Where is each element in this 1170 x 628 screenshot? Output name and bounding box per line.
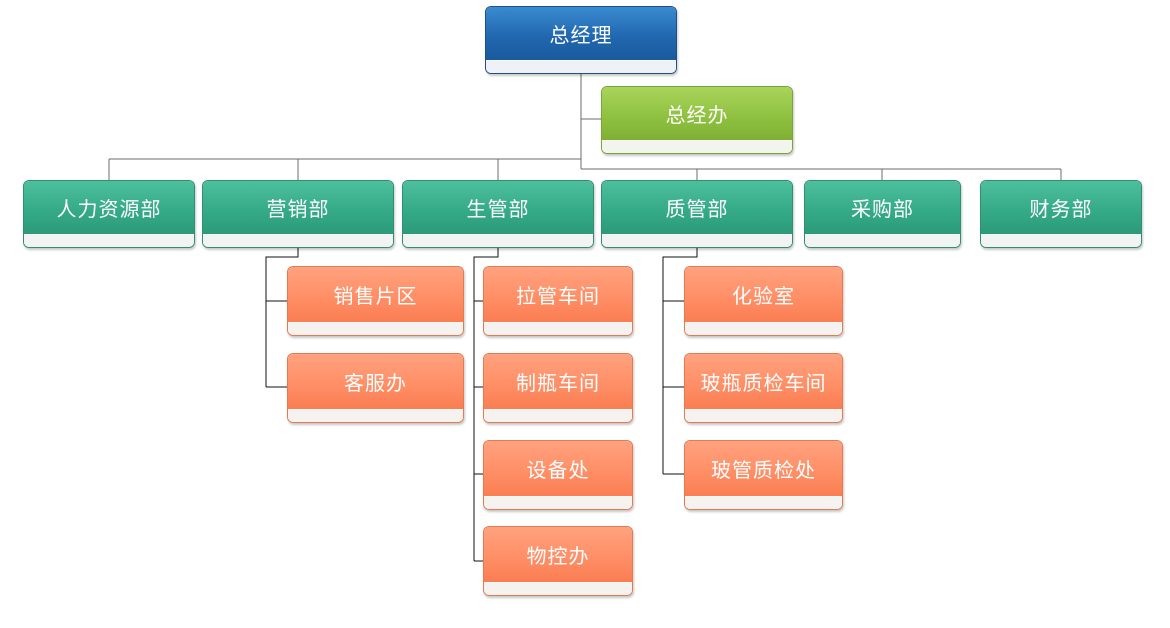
node-label: 质管部 (665, 197, 729, 221)
node-unit-bottle-inspection: 玻瓶质检车间 (684, 353, 843, 423)
node-label: 设备处 (526, 458, 590, 482)
node-label: 化验室 (732, 284, 795, 308)
node-dept-quality: 质管部 (601, 180, 793, 248)
node-label: 玻瓶质检车间 (700, 371, 827, 395)
node-label: 销售片区 (333, 284, 418, 308)
node-label: 制瓶车间 (516, 371, 600, 395)
node-unit-tube-workshop: 拉管车间 (483, 266, 633, 336)
node-label: 拉管车间 (516, 284, 600, 308)
node-unit-equipment: 设备处 (483, 440, 633, 510)
connector-qm-sub (662, 248, 698, 474)
node-unit-laboratory: 化验室 (684, 266, 843, 336)
node-label: 人力资源部 (56, 197, 162, 221)
node-general-manager: 总经理 (485, 6, 677, 74)
node-label: 总经理 (549, 23, 613, 47)
node-label: 采购部 (851, 197, 914, 221)
connector-mk-sub (265, 248, 299, 387)
node-label: 生管部 (466, 197, 530, 221)
node-unit-bottle-workshop: 制瓶车间 (483, 353, 633, 423)
node-dept-marketing: 营销部 (202, 180, 394, 248)
node-label: 总经办 (665, 103, 729, 127)
node-dept-purchasing: 采购部 (804, 180, 961, 248)
node-dept-hr: 人力资源部 (23, 180, 195, 248)
node-unit-tube-inspection: 玻管质检处 (684, 440, 843, 510)
node-unit-material-control: 物控办 (483, 526, 633, 596)
node-unit-customer-service: 客服办 (287, 353, 464, 423)
connector-pm-sub (473, 248, 499, 561)
node-label: 玻管质检处 (711, 458, 816, 482)
node-label: 物控办 (526, 544, 590, 568)
node-dept-production: 生管部 (402, 180, 594, 248)
node-general-office: 总经办 (601, 86, 793, 154)
node-dept-finance: 财务部 (980, 180, 1142, 248)
node-label: 客服办 (344, 371, 407, 395)
node-unit-sales-region: 销售片区 (287, 266, 464, 336)
node-label: 财务部 (1029, 197, 1093, 221)
node-label: 营销部 (266, 197, 330, 221)
